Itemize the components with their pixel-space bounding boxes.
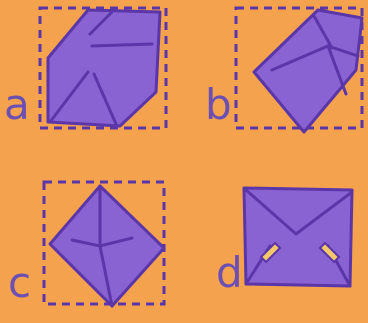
panel-b-folded-paper xyxy=(254,10,362,132)
panel-a xyxy=(40,8,166,128)
panel-b-label: b xyxy=(205,84,232,126)
panel-d-label: d xyxy=(216,252,243,294)
panel-a-label: a xyxy=(4,84,30,126)
panel-c xyxy=(44,182,164,306)
panel-c-label: c xyxy=(8,262,31,304)
panel-d xyxy=(244,188,352,286)
panel-b xyxy=(236,8,362,132)
panel-a-folded-paper xyxy=(48,10,160,126)
